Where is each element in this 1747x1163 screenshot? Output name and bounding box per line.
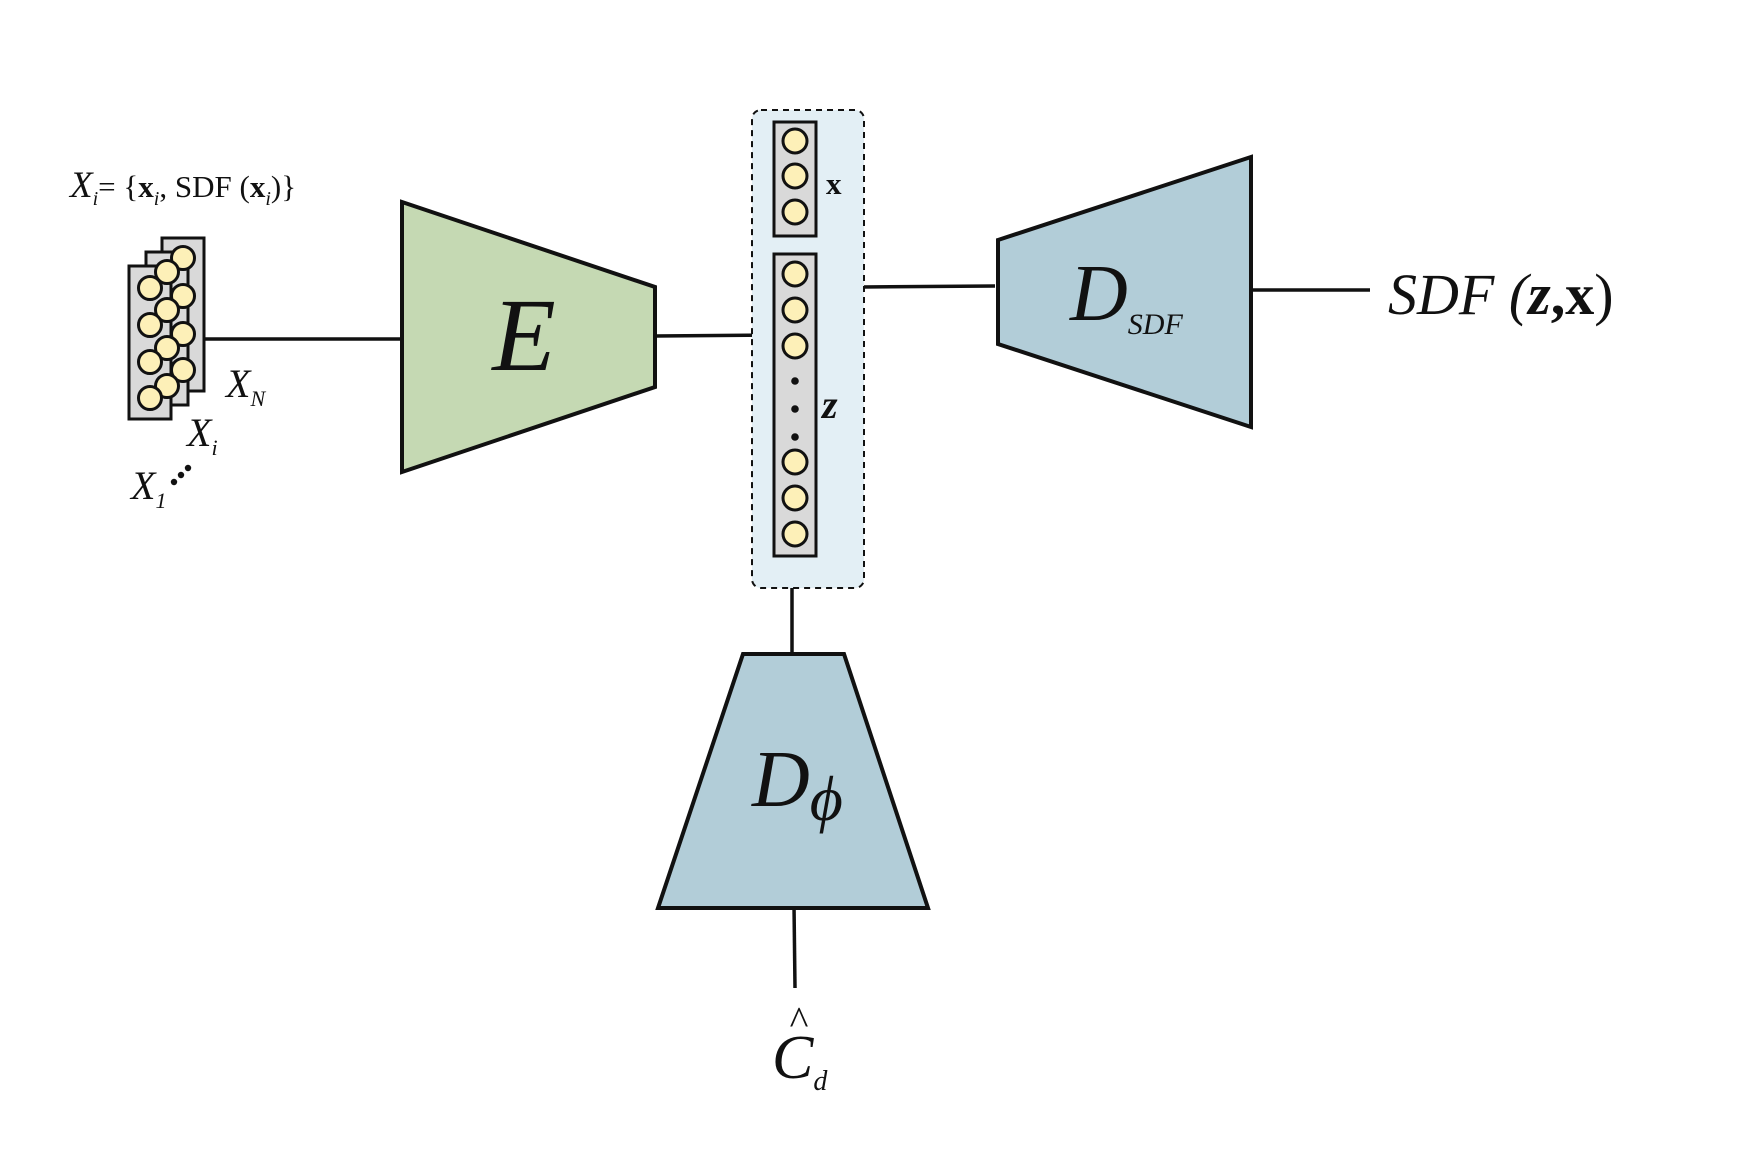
z-vector-ellipsis [791, 377, 799, 441]
x-vector-label: x [826, 166, 842, 201]
neuron-node [781, 127, 809, 155]
phi-decoder-block [655, 652, 931, 910]
phi-decoder-to-condition-line [792, 904, 797, 989]
neuron-node [137, 349, 163, 375]
encoder-label: E [490, 278, 556, 393]
condition-label: Cd [772, 1024, 828, 1097]
input-definition: Xi= {xi, SDF (xi)} [68, 165, 296, 210]
neuron-node [781, 162, 809, 190]
neuron-node [781, 332, 809, 360]
input-label-1: X1 [129, 463, 166, 513]
neuron-node [137, 275, 163, 301]
neuron-node [781, 448, 809, 476]
latent-to-sdf-decoder-line [861, 284, 996, 289]
neuron-node [170, 283, 196, 309]
neuron-node [137, 385, 163, 411]
neuron-node [781, 260, 809, 288]
sdf-decoder-block [996, 154, 1253, 430]
neuron-node [781, 198, 809, 226]
neuron-node [154, 297, 180, 323]
neuron-node [170, 321, 196, 347]
neuron-node [170, 245, 196, 271]
input-ellipsis-dots [170, 464, 192, 486]
neuron-node [781, 520, 809, 548]
input-sample-stack [127, 236, 206, 421]
input-label-i: Xi [185, 410, 218, 460]
phi-decoder-label: Dϕ [751, 736, 843, 834]
z-vector-label: z [820, 382, 838, 427]
input-label-n: XN [224, 361, 266, 411]
neuron-node [154, 335, 180, 361]
condition-hat: ^ [790, 998, 809, 1043]
neuron-node [170, 357, 196, 383]
sdf-decoder-label: DSDF [1069, 250, 1183, 341]
encoder-block [400, 199, 657, 475]
neuron-node [781, 484, 809, 512]
neuron-node [781, 296, 809, 324]
neuron-node [154, 259, 180, 285]
output-label: SDF (z,x) [1388, 262, 1614, 327]
neuron-node [137, 312, 163, 338]
